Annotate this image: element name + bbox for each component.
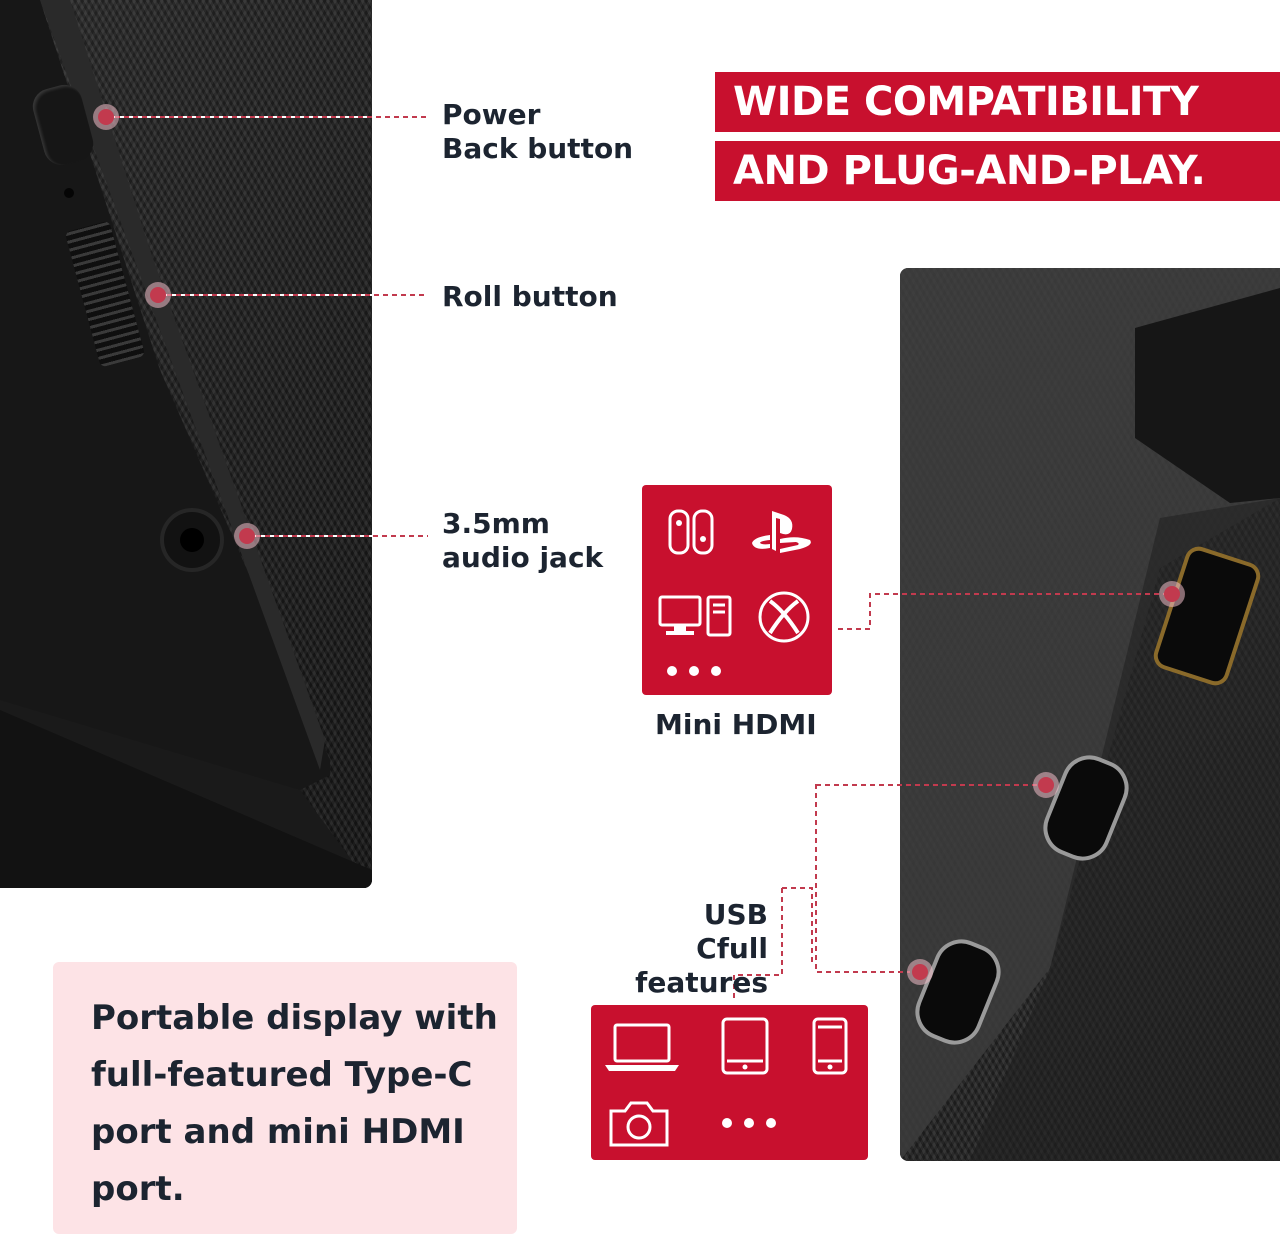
description-box: Portable display with full-featured Type…	[53, 962, 517, 1234]
switch-icon	[668, 509, 714, 555]
callout-dot-roll	[150, 287, 166, 303]
device-side-photo	[0, 0, 372, 888]
audio-jack-label: 3.5mm audio jack	[442, 507, 604, 574]
device-ports-photo	[900, 268, 1280, 1161]
left-callout-lines	[106, 116, 428, 537]
banner-line-2: AND PLUG-AND-PLAY.	[715, 141, 1280, 201]
usbc-devices-box	[591, 1005, 868, 1160]
phone-icon	[812, 1017, 848, 1075]
more-icon	[667, 666, 721, 676]
callout-dot-usbc-1	[1038, 777, 1054, 793]
laptop-icon	[605, 1023, 679, 1071]
xbox-icon	[758, 591, 810, 643]
description-text: Portable display with full-featured Type…	[91, 998, 498, 1209]
more-icon	[722, 1118, 776, 1128]
mini-hdmi-label: Mini HDMI	[655, 708, 817, 741]
tablet-icon	[721, 1017, 769, 1075]
right-callout-lines	[733, 593, 1172, 998]
mini-hdmi-devices-box	[642, 485, 832, 695]
usbc-label: USB Cfull features	[635, 898, 768, 999]
callout-dot-power	[98, 109, 114, 125]
roll-button-label: Roll button	[442, 280, 618, 313]
callout-dot-hdmi	[1164, 586, 1180, 602]
camera-icon	[609, 1101, 669, 1147]
callout-dot-usbc-2	[912, 964, 928, 980]
banner-line-1: WIDE COMPATIBILITY	[715, 72, 1280, 132]
power-back-button-label: Power Back button	[442, 98, 634, 165]
desktop-pc-icon	[658, 595, 732, 637]
callout-dot-audio	[239, 528, 255, 544]
playstation-icon	[752, 511, 811, 553]
